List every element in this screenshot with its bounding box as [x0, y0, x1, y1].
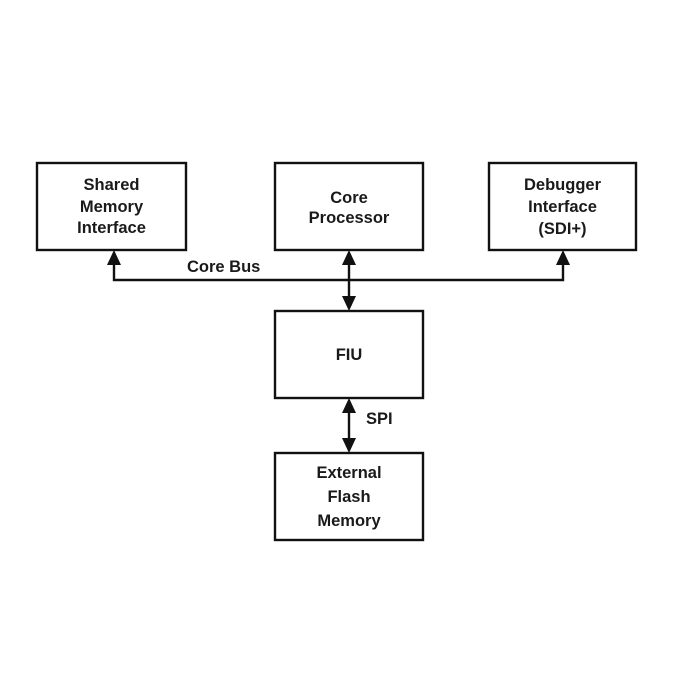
external-flash-memory-block: External Flash Memory: [273, 451, 425, 542]
flash-label-line-2: Flash: [327, 488, 370, 506]
debugger-label-line-1: Debugger: [524, 176, 602, 194]
arrowhead-down-fiu: [342, 296, 356, 311]
spi-link: SPI: [342, 398, 393, 453]
core-processor-block: Core Processor: [273, 161, 425, 252]
shared-memory-label-line-3: Interface: [77, 219, 146, 237]
core-processor-label-line-2: Processor: [309, 209, 390, 227]
debugger-interface-block: Debugger Interface (SDI+): [487, 161, 638, 252]
arrowhead-up-debugger: [556, 250, 570, 265]
shared-memory-interface-block: Shared Memory Interface: [35, 161, 188, 252]
arrowhead-down-flash: [342, 438, 356, 453]
core-bus: Core Bus: [107, 250, 570, 311]
core-processor-label-line-1: Core: [330, 189, 368, 207]
debugger-label-line-3: (SDI+): [538, 220, 586, 238]
flash-label-line-3: Memory: [317, 512, 381, 530]
spi-label: SPI: [366, 410, 393, 428]
shared-memory-label-line-1: Shared: [84, 176, 140, 194]
debugger-label-line-2: Interface: [528, 198, 597, 216]
shared-memory-label-line-2: Memory: [80, 198, 144, 216]
core-bus-line: [112, 264, 565, 282]
core-bus-label: Core Bus: [187, 258, 260, 276]
fiu-block: FIU: [273, 309, 425, 400]
arrowhead-up-fiu: [342, 398, 356, 413]
fiu-label: FIU: [336, 346, 363, 364]
arrowhead-up-shared-memory: [107, 250, 121, 265]
arrowhead-up-core-processor: [342, 250, 356, 265]
flash-label-line-1: External: [316, 464, 381, 482]
